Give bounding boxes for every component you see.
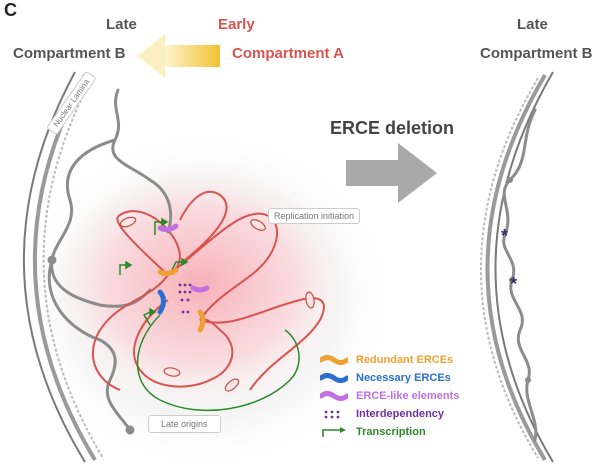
late-chromatin-right — [502, 108, 538, 442]
late-chromatin-left — [47, 88, 173, 435]
legend-item-interdependency: Interdependency — [320, 406, 444, 422]
purple-squiggle-icon — [320, 391, 348, 401]
transcription-arrow-icon — [322, 427, 346, 437]
early-label: Early — [218, 16, 255, 33]
legend-label: Transcription — [356, 426, 426, 438]
panel-letter: C — [4, 0, 17, 20]
legend-item-necessary: Necessary ERCEs — [320, 370, 451, 386]
nuclear-lamina-right — [480, 71, 554, 463]
compartment-a-label: Compartment A — [232, 45, 344, 62]
legend-label: Redundant ERCEs — [356, 354, 454, 366]
deletion-marker-lower: * — [510, 274, 518, 294]
late-label-right: Late — [517, 16, 548, 33]
interdependency-dots — [178, 283, 192, 314]
legend-label: ERCE-like elements — [356, 390, 460, 402]
late-origins-label: Late origins — [148, 415, 221, 433]
erce-deletion-arrow — [346, 143, 437, 203]
replication-initiation-label: Replication initiation — [268, 208, 361, 224]
legend-item-erce-like: ERCE-like elements — [320, 388, 459, 404]
orange-squiggle-icon — [320, 355, 348, 365]
right-chromatin-nodes — [507, 177, 531, 383]
compartment-b-label-right: Compartment B — [480, 45, 593, 62]
legend-item-transcription: Transcription — [320, 424, 426, 440]
legend-label: Necessary ERCEs — [356, 372, 451, 384]
early-chromatin-loops — [91, 190, 325, 391]
deletion-marker-upper: * — [501, 226, 509, 246]
erce-elements — [157, 223, 210, 333]
blue-squiggle-icon — [320, 373, 348, 383]
erce-deletion-label: ERCE deletion — [330, 118, 455, 138]
legend-label: Interdependency — [356, 408, 445, 420]
transcription-loop — [119, 217, 300, 412]
early-to-late-arrow — [138, 34, 220, 78]
compartment-b-label-left: Compartment B — [13, 45, 126, 62]
legend-item-redundant: Redundant ERCEs — [320, 352, 453, 368]
late-label-left: Late — [106, 16, 137, 33]
replication-origins — [119, 216, 315, 392]
dots-icon — [324, 410, 340, 419]
